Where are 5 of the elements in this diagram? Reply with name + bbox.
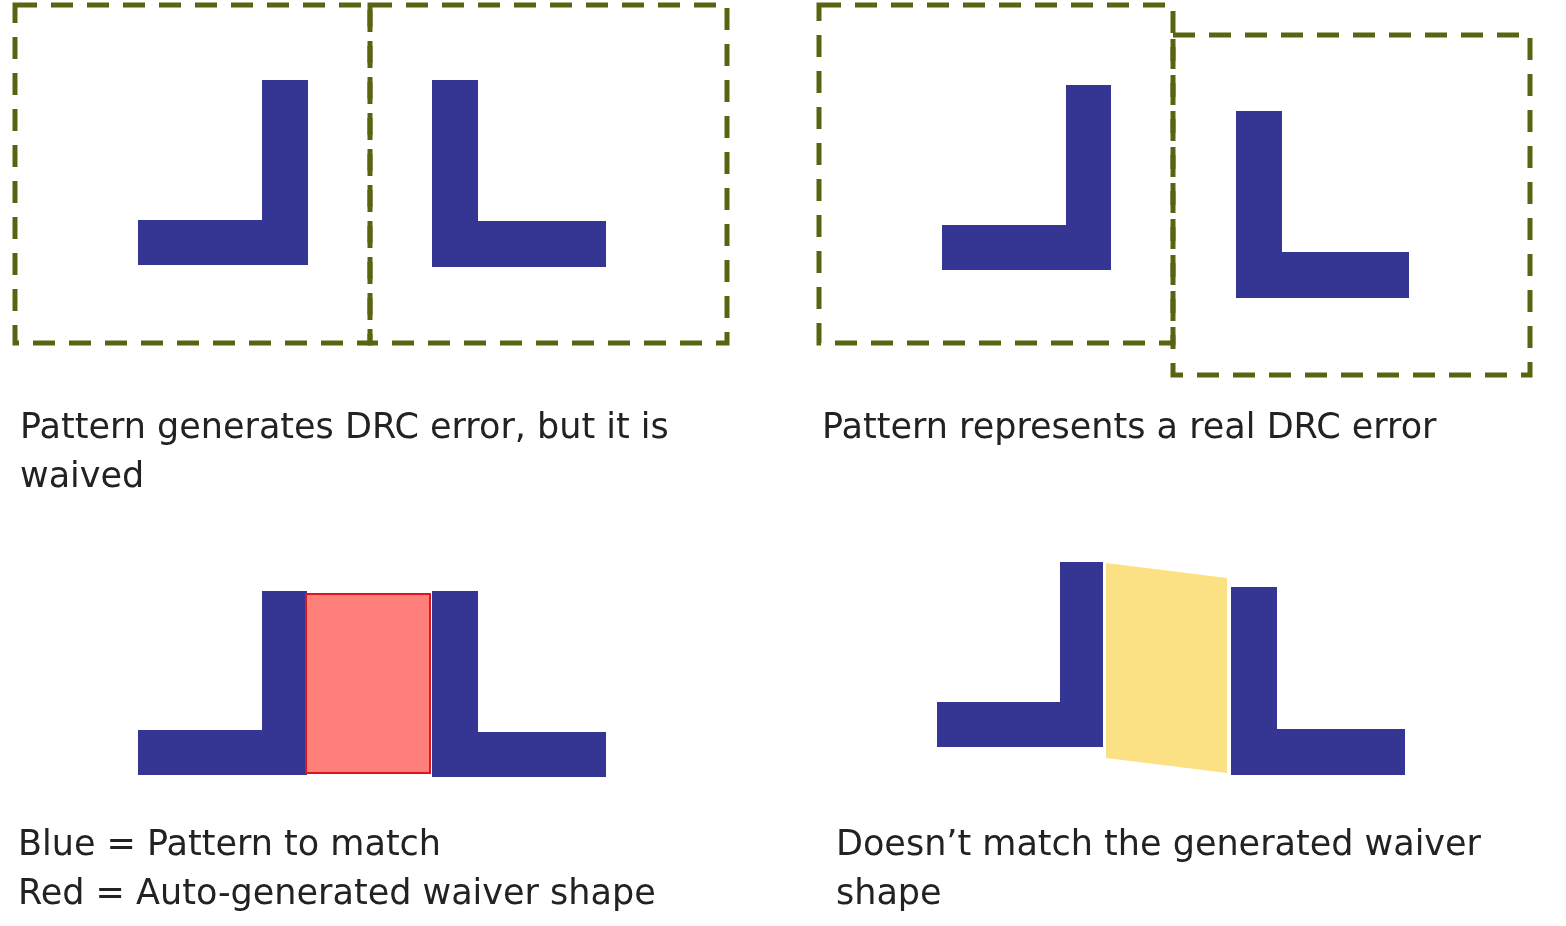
caption-text: Blue = Pattern to match [18,822,443,865]
caption-text: Red = Auto-generated waiver shape [18,871,657,914]
caption-text: Doesn’t match the generated waiver shape [836,822,1482,914]
caption-text: Pattern represents a real DRC error [822,405,1438,448]
caption-text: Pattern generates DRC error, but it is waived [20,405,670,497]
